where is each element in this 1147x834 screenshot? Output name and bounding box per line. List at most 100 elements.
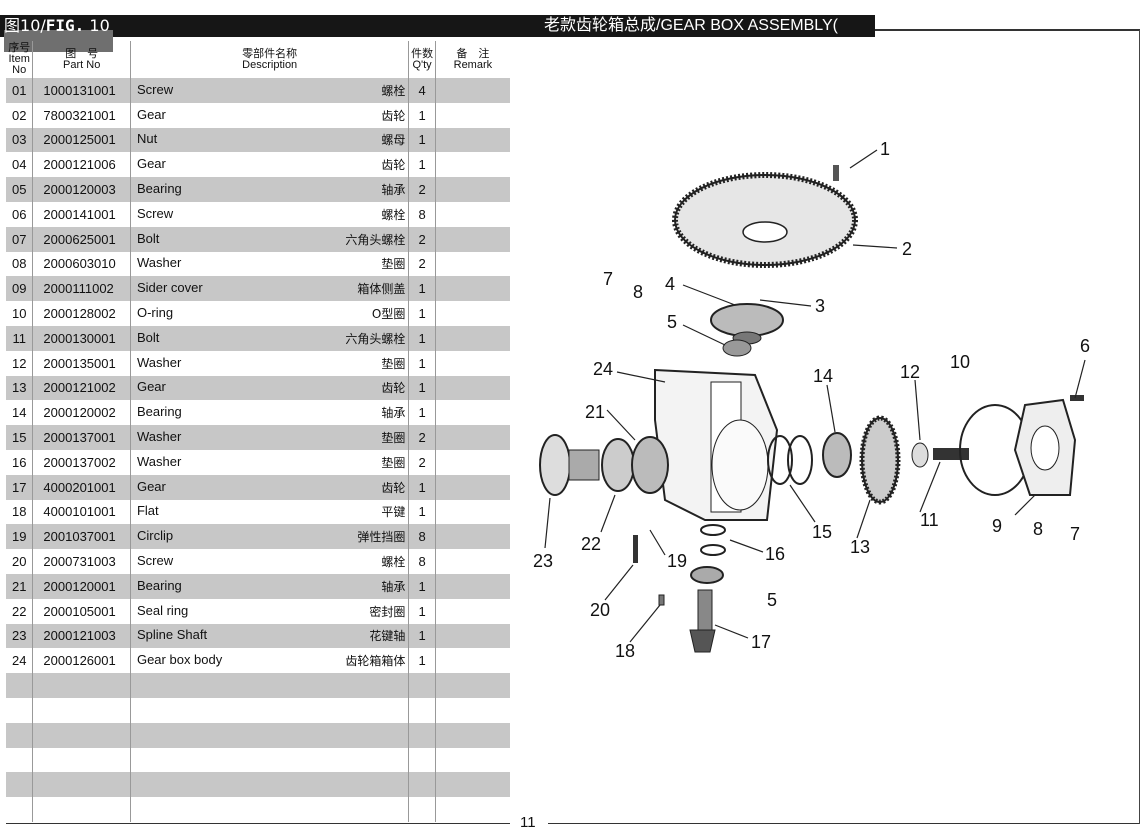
- title-cn: 老款齿轮箱总成/: [544, 17, 661, 34]
- cell-qty: [408, 747, 436, 773]
- desc-en: Washer: [136, 429, 182, 445]
- callout-12: 12: [900, 362, 920, 382]
- cell-item: 16: [6, 449, 34, 475]
- cell-qty: 2: [408, 177, 436, 202]
- col-part-header: 图 号 Part No: [32, 41, 131, 78]
- callout-2: 2: [902, 239, 912, 259]
- cell-part-no: 2000141001: [32, 201, 131, 227]
- cell-qty: 1: [408, 127, 436, 153]
- bolt-11-icon: [933, 448, 969, 460]
- cell-part-no: [32, 722, 131, 748]
- bearing-21-icon: [631, 436, 669, 494]
- cell-remark: [435, 226, 510, 252]
- header-rule: [875, 29, 1140, 31]
- col-qty-header: 件数 Q'ty: [408, 41, 436, 78]
- callout-10: 10: [950, 352, 970, 372]
- cell-part-no: [32, 772, 131, 798]
- cell-remark: [435, 325, 510, 351]
- cell-qty: 1: [408, 325, 436, 351]
- callout-8: 8: [633, 282, 643, 302]
- cell-qty: 1: [408, 499, 436, 525]
- desc-cn: 六角头螺栓: [345, 331, 406, 346]
- cell-description: [130, 747, 410, 773]
- empty-row: [6, 772, 510, 798]
- cell-item: [6, 797, 34, 822]
- col-desc-header: 零部件名称 Description: [130, 41, 410, 78]
- callout-6: 6: [1080, 336, 1090, 356]
- cell-qty: 1: [408, 400, 436, 426]
- empty-row: [6, 797, 510, 822]
- callout-22: 22: [581, 534, 601, 554]
- seal-ring-icon: [601, 438, 635, 492]
- callout-11: 11: [920, 510, 939, 530]
- page-title: 老款齿轮箱总成/GEAR BOX ASSEMBLY(: [544, 17, 838, 35]
- desc-cn: 螺母: [381, 133, 406, 148]
- cell-remark: [435, 301, 510, 326]
- cell-qty: 1: [408, 152, 436, 178]
- cell-qty: 4: [408, 78, 436, 103]
- cell-qty: 8: [408, 524, 436, 550]
- cell-remark: [435, 698, 510, 723]
- desc-en: Washer: [136, 255, 182, 271]
- callout-5b: 5: [767, 590, 777, 610]
- desc-cn: 轴承: [381, 579, 406, 594]
- cell-remark: [435, 152, 510, 177]
- cell-part-no: [32, 747, 131, 773]
- desc-en: Circlip: [136, 528, 174, 544]
- desc-cn: 垫圈: [381, 455, 406, 470]
- cell-part-no: 4000101001: [32, 499, 131, 525]
- cell-item: 19: [6, 524, 34, 550]
- bottom-rule-left: [6, 823, 510, 824]
- cell-part-no: 2000135001: [32, 350, 131, 376]
- cell-item: 13: [6, 375, 34, 401]
- cell-remark: [435, 252, 510, 277]
- cell-item: 18: [6, 499, 34, 525]
- cell-qty: 1: [408, 375, 436, 401]
- cell-description: [130, 673, 410, 698]
- table-header-row: 序号 Item No 图 号 Part No 零部件名称 Description…: [6, 41, 510, 78]
- cell-item: 12: [6, 350, 34, 376]
- desc-cn: 花键轴: [369, 629, 406, 644]
- cell-part-no: 2000137002: [32, 449, 131, 475]
- cell-remark: [435, 202, 510, 227]
- desc-cn: 齿轮箱箱体: [345, 654, 406, 669]
- desc-en: Bearing: [136, 404, 182, 420]
- bevel-gear-13-icon: [859, 415, 901, 505]
- cell-qty: 1: [408, 573, 436, 599]
- cell-part-no: 2000130001: [32, 325, 131, 351]
- cell-remark: [435, 500, 510, 525]
- cell-description: [130, 772, 410, 798]
- callout-7b: 7: [1070, 524, 1080, 544]
- cell-qty: 2: [408, 425, 436, 450]
- cell-item: [6, 772, 34, 798]
- col-item-en1: Item: [8, 53, 30, 65]
- callout-14: 14: [813, 366, 833, 386]
- desc-en: Screw: [136, 81, 174, 97]
- desc-cn: 螺栓: [381, 555, 406, 570]
- cell-remark: [435, 103, 510, 128]
- bottom-rule-right: [548, 823, 1140, 824]
- cell-remark: [435, 474, 510, 500]
- callout-8b: 8: [1033, 519, 1043, 539]
- cell-remark: [435, 722, 510, 748]
- col-item-header: 序号 Item No: [6, 41, 34, 78]
- cell-qty: 2: [408, 226, 436, 252]
- cell-part-no: 2000120002: [32, 400, 131, 426]
- cell-item: 05: [6, 177, 34, 202]
